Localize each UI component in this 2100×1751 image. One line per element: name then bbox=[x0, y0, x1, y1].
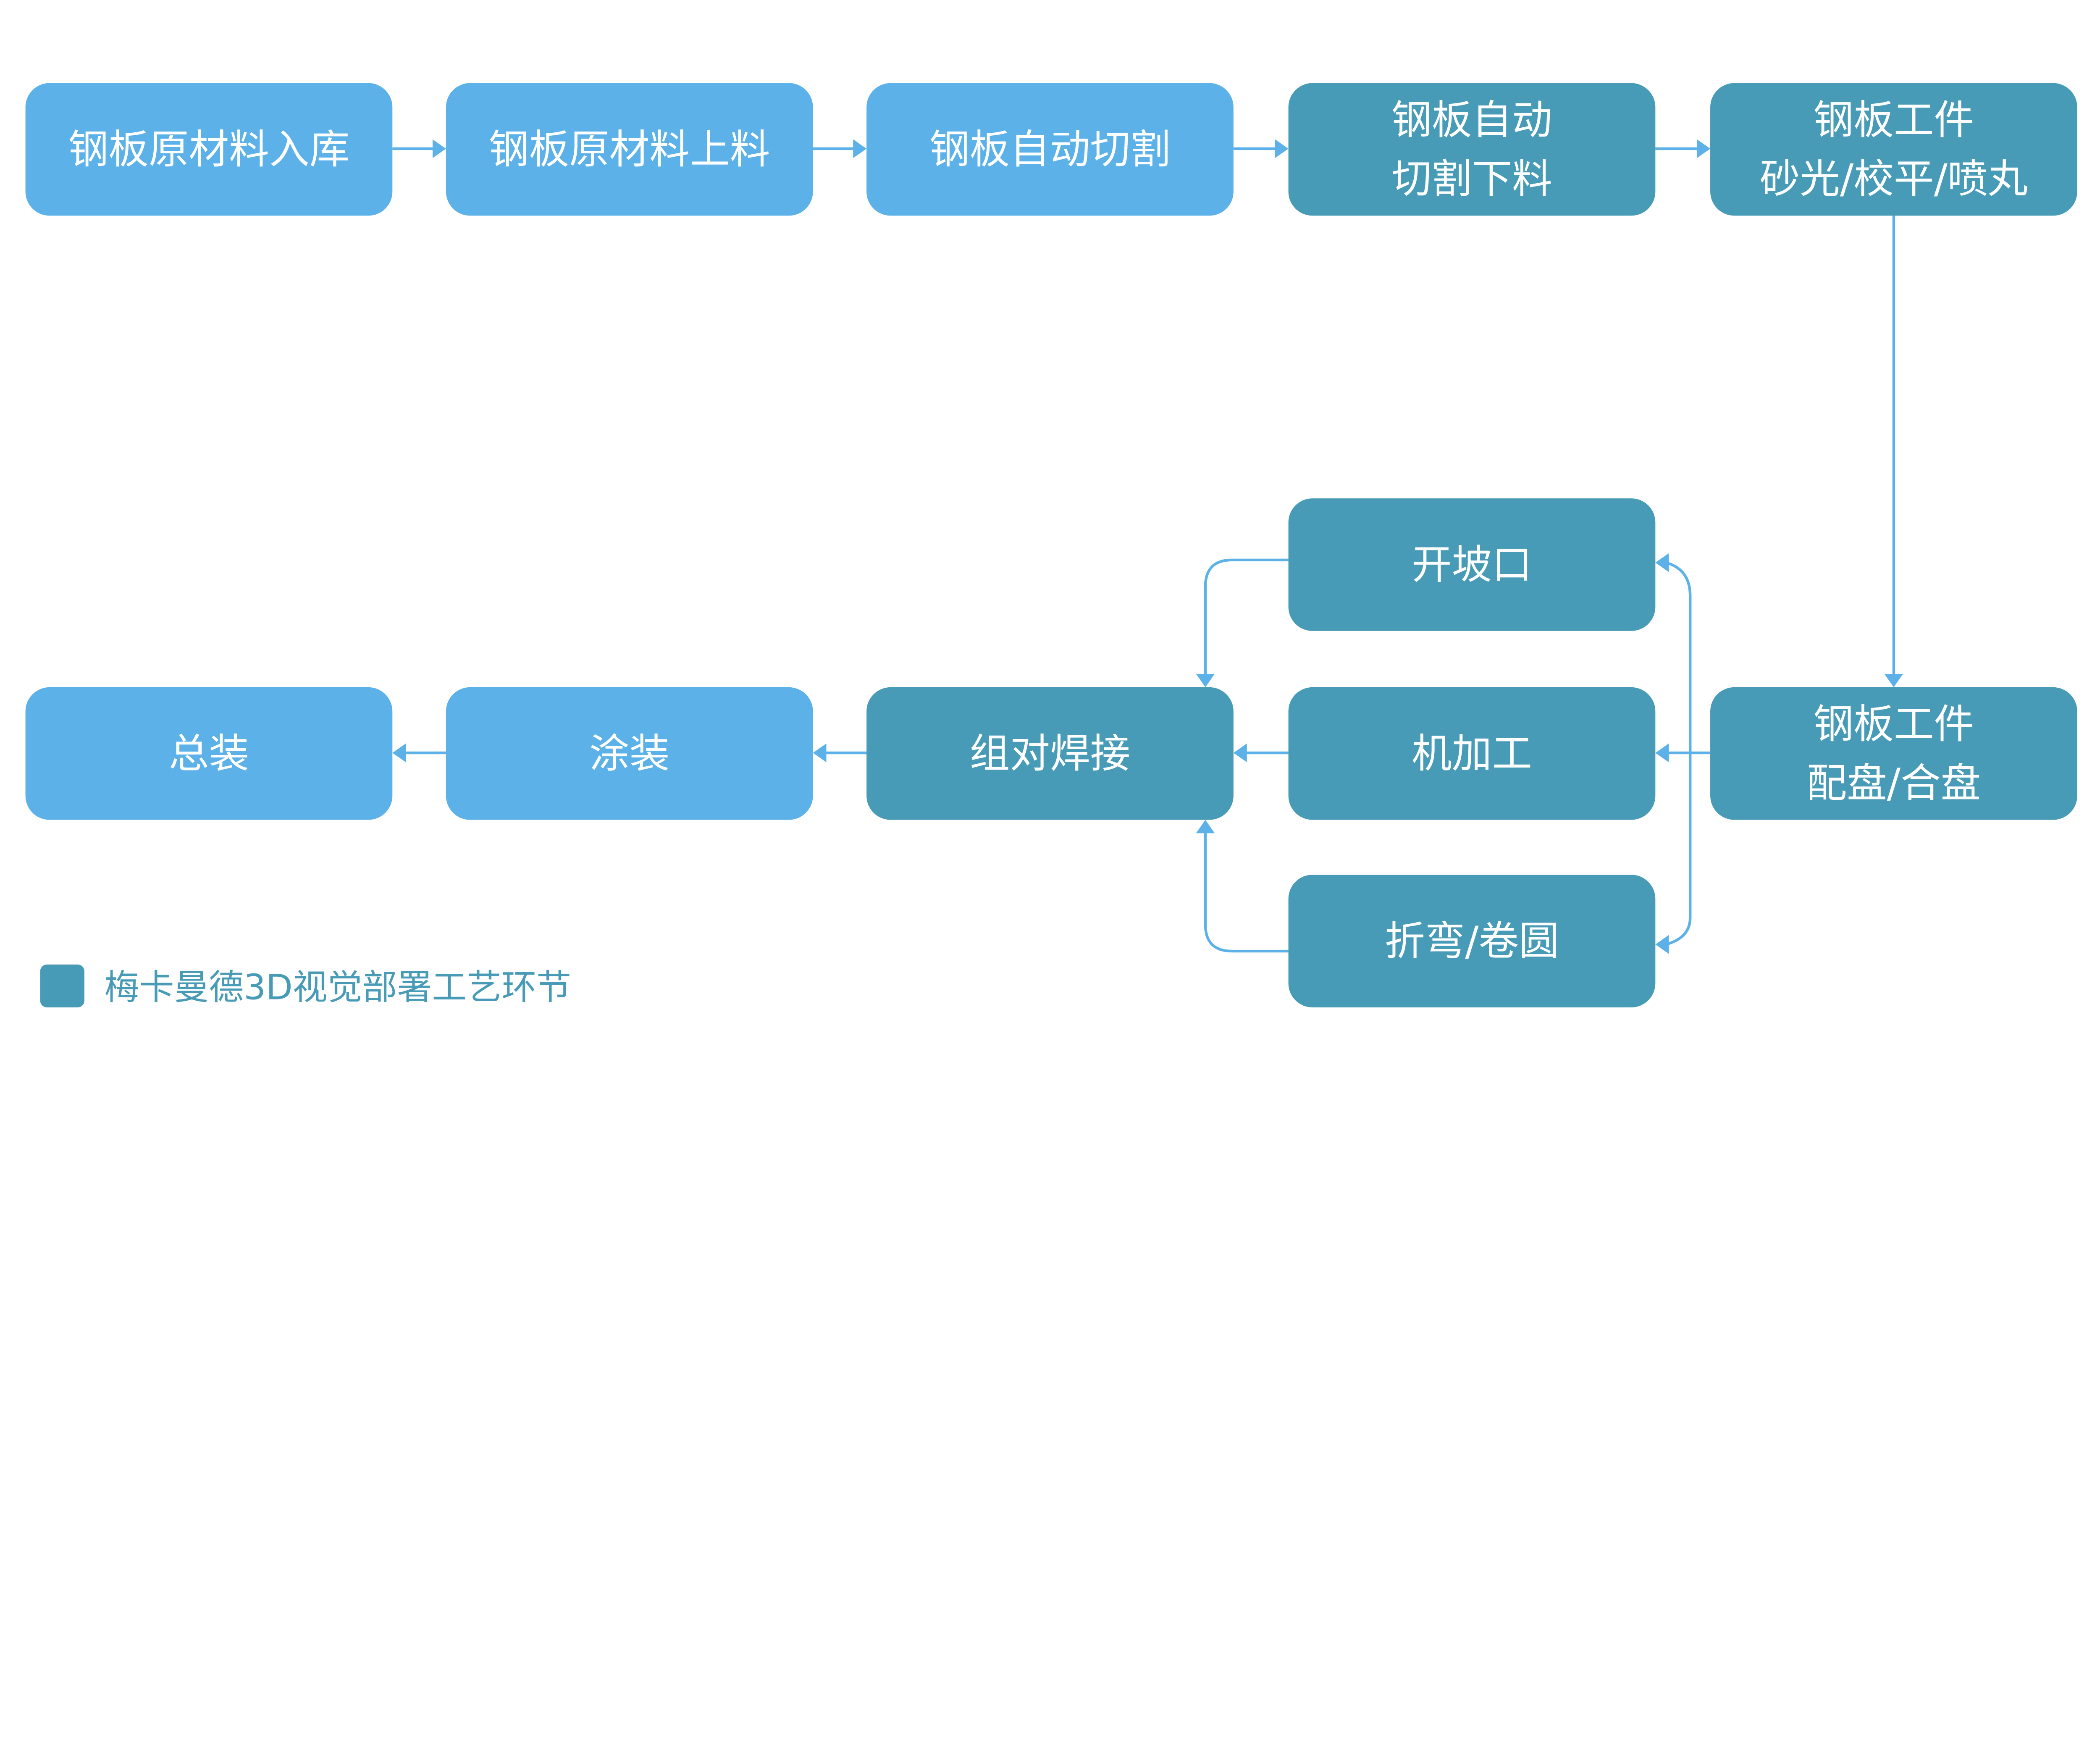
connector-line bbox=[1204, 831, 1289, 953]
step-box bbox=[1288, 875, 1656, 1007]
step-box bbox=[25, 687, 393, 820]
step-box bbox=[866, 83, 1234, 216]
connectors bbox=[392, 139, 1903, 954]
step-label: 钢板原材料入库 bbox=[68, 126, 350, 173]
arrowhead-icon bbox=[392, 743, 406, 762]
arrowhead-icon bbox=[1233, 743, 1247, 762]
step-label: 砂光/校平/喷丸 bbox=[1760, 155, 2028, 202]
step-box bbox=[1288, 498, 1656, 631]
process-step: 钢板原材料上料 bbox=[446, 83, 813, 216]
step-box bbox=[866, 687, 1234, 820]
arrowhead-icon bbox=[1196, 820, 1215, 833]
step-label: 钢板工件 bbox=[1814, 701, 1974, 748]
step-label: 涂装 bbox=[589, 730, 669, 777]
process-step: 钢板原材料入库 bbox=[25, 83, 393, 216]
arrowhead-icon bbox=[1884, 673, 1903, 687]
arrowhead-icon bbox=[1697, 139, 1711, 158]
process-step: 开坡口 bbox=[1288, 498, 1656, 631]
step-label: 钢板工件 bbox=[1814, 96, 1974, 143]
step-box bbox=[1288, 687, 1656, 820]
process-step: 机加工 bbox=[1288, 687, 1656, 820]
legend: 梅卡曼德3D视觉部署工艺环节 bbox=[40, 964, 571, 1008]
step-box bbox=[1288, 83, 1656, 216]
step-label: 总装 bbox=[169, 730, 249, 777]
step-label: 折弯/卷圆 bbox=[1385, 918, 1559, 965]
process-step: 折弯/卷圆 bbox=[1288, 875, 1656, 1007]
connector-line bbox=[1665, 561, 1692, 946]
step-box bbox=[1710, 687, 2077, 820]
legend-swatch bbox=[40, 964, 84, 1007]
step-label: 配盘/合盘 bbox=[1806, 760, 1981, 807]
process-step: 组对焊接 bbox=[866, 687, 1234, 820]
arrowhead-icon bbox=[1196, 673, 1215, 687]
process-step: 涂装 bbox=[446, 687, 813, 820]
step-label: 机加工 bbox=[1412, 730, 1532, 777]
step-label: 钢板原材料上料 bbox=[489, 126, 770, 173]
process-step: 钢板自动切割 bbox=[866, 83, 1234, 216]
connector-line bbox=[1204, 558, 1289, 677]
arrowhead-icon bbox=[1275, 139, 1289, 158]
step-label: 钢板自动切割 bbox=[929, 126, 1171, 173]
process-flow-diagram: 钢板原材料入库钢板原材料上料钢板自动切割钢板自动切割下料钢板工件砂光/校平/喷丸… bbox=[25, 83, 2077, 1008]
arrowhead-icon bbox=[1655, 553, 1669, 572]
legend-label: 梅卡曼德3D视觉部署工艺环节 bbox=[105, 967, 571, 1008]
step-box bbox=[1710, 83, 2077, 216]
step-label: 开坡口 bbox=[1412, 541, 1532, 588]
step-label: 切割下料 bbox=[1391, 155, 1552, 202]
step-label: 组对焊接 bbox=[970, 730, 1131, 777]
arrowhead-icon bbox=[1655, 743, 1669, 762]
arrowhead-icon bbox=[432, 139, 446, 158]
step-box bbox=[446, 83, 813, 216]
process-steps: 钢板原材料入库钢板原材料上料钢板自动切割钢板自动切割下料钢板工件砂光/校平/喷丸… bbox=[25, 83, 2077, 1007]
process-step: 总装 bbox=[25, 687, 393, 820]
arrowhead-icon bbox=[1655, 935, 1669, 954]
step-label: 钢板自动 bbox=[1391, 96, 1552, 143]
step-box bbox=[25, 83, 393, 216]
arrowhead-icon bbox=[813, 743, 827, 762]
arrowhead-icon bbox=[853, 139, 867, 158]
step-box bbox=[446, 687, 813, 820]
